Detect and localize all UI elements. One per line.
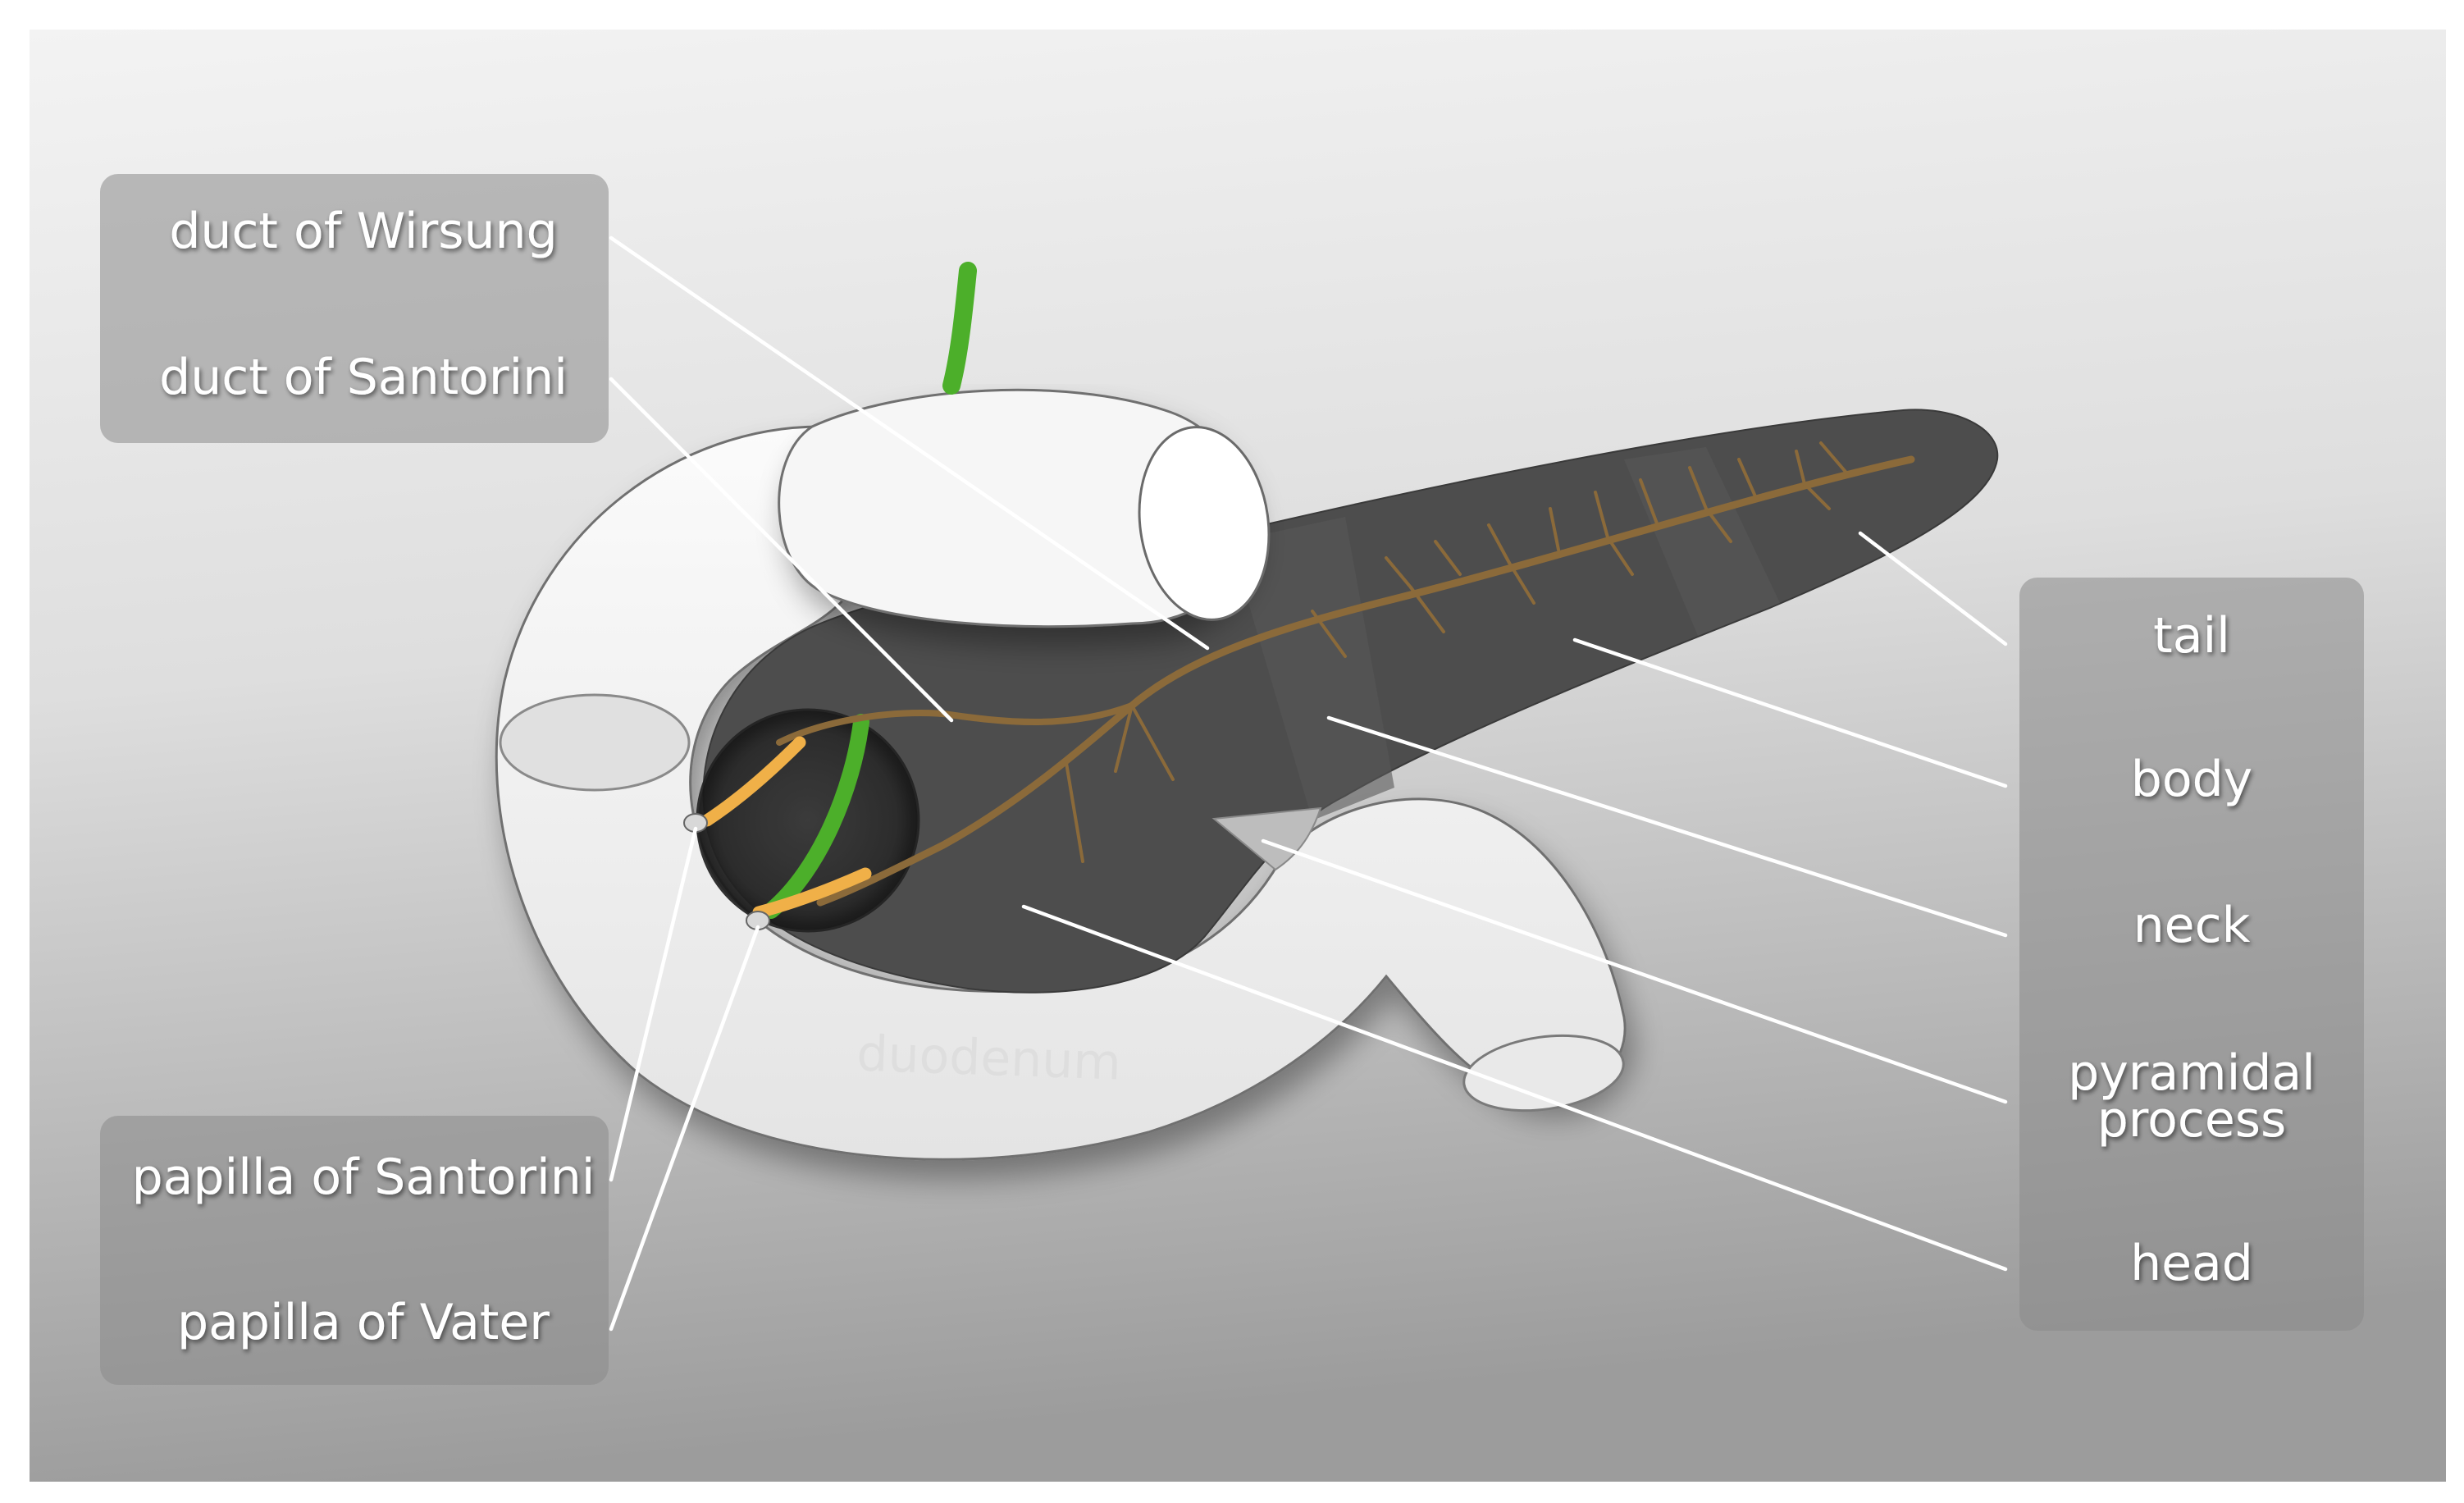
label-pyramidal-line2: process <box>2097 1091 2287 1149</box>
leader-wirsung <box>609 235 1210 651</box>
leader-tail <box>1858 531 2008 646</box>
common-bile-duct-lower <box>763 714 869 919</box>
label-box-regions <box>2019 578 2364 1331</box>
leader-santorini <box>609 377 954 723</box>
label-papilla-of-vater: papilla of Vater <box>177 1294 550 1351</box>
pancreas-tail-band <box>1624 447 1780 636</box>
duct-of-wirsung <box>816 455 1915 907</box>
label-neck: neck <box>2133 897 2251 954</box>
label-papilla-of-santorini: papilla of Santorini <box>132 1149 595 1206</box>
wirsung-highlight <box>752 867 872 919</box>
duodenum-label: duodenum <box>856 1025 1122 1091</box>
leader-neck <box>1326 715 2008 938</box>
label-body: body <box>2131 751 2252 808</box>
leader-pyramidal <box>1261 838 2008 1104</box>
duct-side-branches <box>1065 441 1847 863</box>
santorini-highlight <box>700 736 806 827</box>
anatomy-illustration <box>495 262 1999 1161</box>
pancreas-body-band <box>1230 517 1394 820</box>
label-head: head <box>2130 1235 2253 1292</box>
pyramidal-process-shape <box>1211 806 1322 871</box>
label-box-papillae <box>100 1116 609 1385</box>
leader-head <box>1021 904 2008 1272</box>
label-box-ducts <box>100 174 609 443</box>
leader-papilla-santorini <box>609 826 698 1182</box>
leader-papilla-vater <box>609 925 760 1332</box>
leader-body <box>1572 637 2008 788</box>
duodenum-cut-right <box>1462 1034 1625 1112</box>
duodenum-cut-left <box>499 693 691 792</box>
label-tail: tail <box>2153 607 2230 665</box>
leader-lines <box>609 235 2008 1332</box>
label-duct-of-wirsung: duct of Wirsung <box>169 203 557 260</box>
label-duct-of-santorini: duct of Santorini <box>159 349 568 406</box>
duodenal-bulb-opening <box>1138 426 1271 621</box>
label-pyramidal-line1: pyramidal <box>2068 1044 2316 1102</box>
common-bile-duct-upper <box>942 262 977 395</box>
